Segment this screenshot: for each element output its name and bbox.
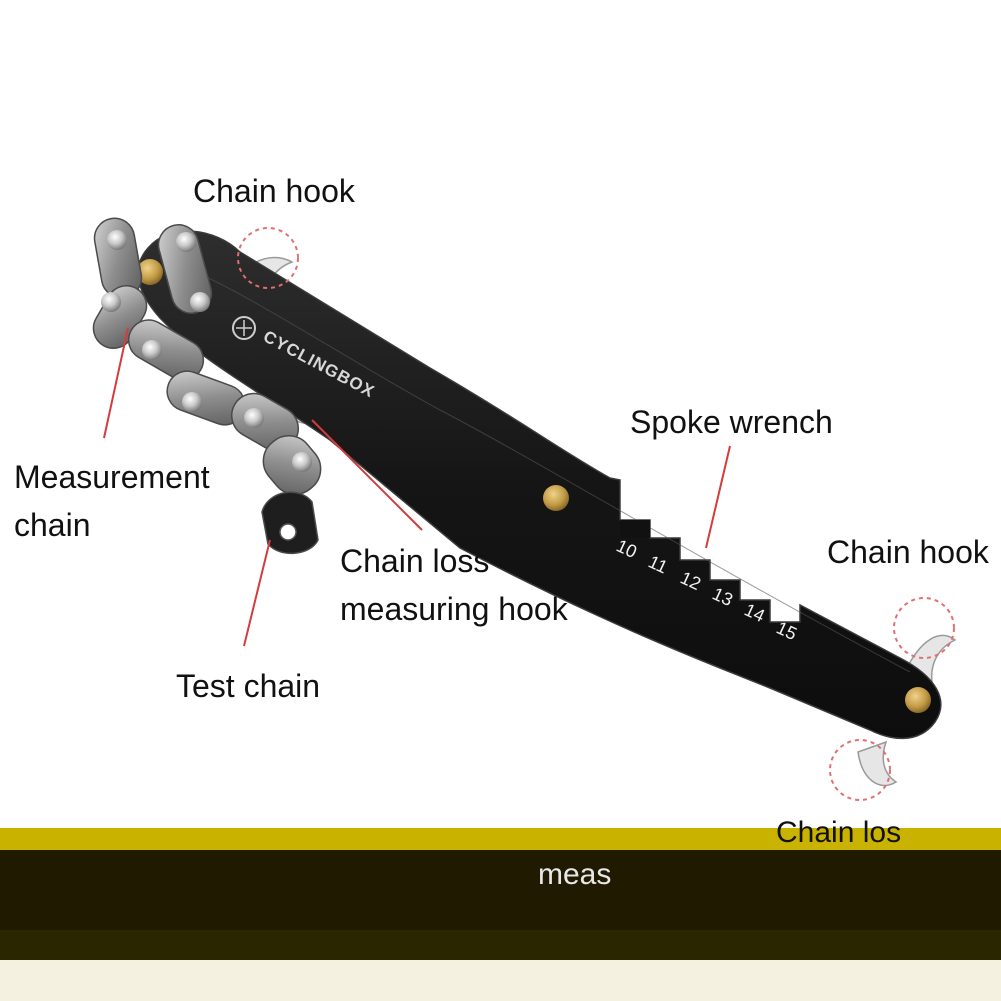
- highlight-chain-hook-right: [893, 597, 955, 659]
- brand-emblem-icon: [232, 316, 256, 340]
- label-test-chain: Test chain: [176, 668, 321, 704]
- chain-links: [92, 217, 322, 495]
- rivet-end: [905, 687, 931, 713]
- artifact-band-bottom: [0, 960, 1001, 1001]
- label-measurement-chain-line1: Measurement: [14, 459, 210, 495]
- callout-lines: [103, 327, 731, 647]
- tool-body: [137, 230, 942, 740]
- chain-pins: [101, 230, 312, 472]
- label-chain-hook-right: Chain hook: [827, 534, 989, 570]
- artifact-band-low: [0, 930, 1001, 960]
- artifact-band-top: [0, 828, 1001, 850]
- label-measurement-chain-line2: chain: [14, 507, 91, 543]
- rivet-middle: [543, 485, 569, 511]
- measurement-chain: [92, 217, 322, 555]
- callout-test-chain: [243, 539, 271, 647]
- brass-rivets: [137, 259, 931, 713]
- label-chain-loss-line2: measuring hook: [340, 591, 568, 627]
- highlight-chain-hook-top: [237, 227, 299, 289]
- garbled-text-1: Chain los: [776, 816, 902, 849]
- highlight-chain-hook-bottom: [829, 739, 891, 801]
- spoke-wrench-slots: [620, 520, 650, 538]
- garbled-text-2: meas: [538, 858, 612, 891]
- hook-highlight-circles: [237, 227, 955, 801]
- callout-chain-loss: [311, 419, 423, 531]
- label-spoke-wrench: Spoke wrench: [630, 404, 833, 440]
- label-chain-hook-top: Chain hook: [193, 173, 355, 209]
- callout-measurement-chain: [103, 327, 129, 439]
- label-chain-loss-line1: Chain loss: [340, 543, 490, 579]
- rivet-top: [137, 259, 163, 285]
- artifact-band-middle: [0, 850, 1001, 930]
- test-chain-end: [261, 491, 319, 555]
- callout-spoke-wrench: [705, 445, 731, 549]
